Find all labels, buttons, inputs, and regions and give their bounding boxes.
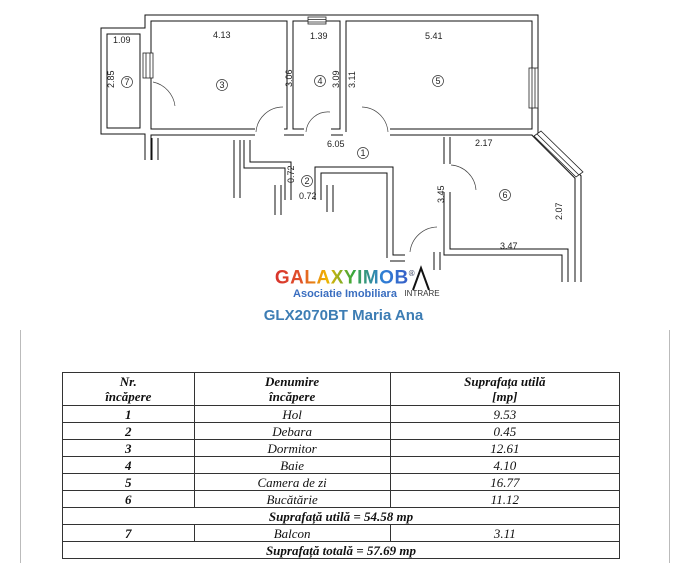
cell-name: Debara xyxy=(193,422,391,440)
cell-nr: 6 xyxy=(62,490,195,508)
svg-text:4.13: 4.13 xyxy=(213,30,231,40)
room-4-number: 4 xyxy=(317,76,322,86)
wall xyxy=(243,140,292,200)
subtotal: Suprafață utilă = 54.58 mp xyxy=(62,507,620,525)
total: Suprafață totală = 57.69 mp xyxy=(62,541,620,559)
cell-nr: 3 xyxy=(62,439,195,457)
wall xyxy=(244,140,291,200)
table-row: 7 Balcon 3.11 xyxy=(62,524,621,542)
cell-area: 16.77 xyxy=(389,473,621,491)
room-6-number: 6 xyxy=(502,190,507,200)
entrance-label: INTRARE xyxy=(404,289,440,298)
cell-name: Camera de zi xyxy=(193,473,391,491)
wall xyxy=(101,28,146,134)
entrance-arrow-icon xyxy=(412,265,430,291)
cell-area: 4.10 xyxy=(389,456,621,474)
cell-name: Dormitor xyxy=(193,439,391,457)
wall xyxy=(444,192,568,282)
cell-area: 12.61 xyxy=(389,439,621,457)
room-7-number: 7 xyxy=(124,77,129,87)
windows xyxy=(142,16,584,178)
cell-area: 9.53 xyxy=(389,405,621,423)
svg-text:6.05: 6.05 xyxy=(327,139,345,149)
room-5-number: 5 xyxy=(435,76,440,86)
room-1-number: 1 xyxy=(360,148,365,158)
svg-text:3.47: 3.47 xyxy=(500,241,518,251)
cell-name: Hol xyxy=(193,405,391,423)
cell-area: 0.45 xyxy=(389,422,621,440)
wall xyxy=(315,167,393,258)
cell-nr: 2 xyxy=(62,422,195,440)
floor-plan: 1.09 2.85 4.13 3.06 1.39 3.09 5.41 3.11 … xyxy=(100,14,584,291)
svg-text:2.17: 2.17 xyxy=(475,138,493,148)
cell-name: Bucătărie xyxy=(193,490,391,508)
svg-text:1.39: 1.39 xyxy=(310,31,328,41)
header-nr: Nr.încăpere xyxy=(62,372,195,406)
dimension-labels: 1.09 2.85 4.13 3.06 1.39 3.09 5.41 3.11 … xyxy=(106,30,564,251)
logo-name: GALAXYIMOB® xyxy=(270,264,420,288)
svg-text:2.07: 2.07 xyxy=(554,202,564,220)
doors xyxy=(152,81,477,253)
subtotal-row: Suprafață utilă = 54.58 mp xyxy=(62,507,620,525)
agency-logo: GALAXYIMOB® Asociatie Imobiliara xyxy=(270,264,420,300)
room-3-number: 3 xyxy=(219,80,224,90)
room-numbers xyxy=(121,75,511,201)
svg-text:0.72: 0.72 xyxy=(286,165,296,183)
page-border-right xyxy=(669,330,670,563)
walls xyxy=(100,14,582,282)
svg-text:2.85: 2.85 xyxy=(106,70,116,88)
page-border-left xyxy=(20,330,21,563)
svg-text:5.41: 5.41 xyxy=(425,31,443,41)
svg-text:0.72: 0.72 xyxy=(299,191,317,201)
cell-nr: 4 xyxy=(62,456,195,474)
svg-text:3.06: 3.06 xyxy=(284,69,294,87)
total-row: Suprafață totală = 57.69 mp xyxy=(62,541,620,559)
room-2-number: 2 xyxy=(304,176,309,186)
svg-text:3.45: 3.45 xyxy=(436,185,446,203)
cell-area: 11.12 xyxy=(389,490,621,508)
svg-text:1.09: 1.09 xyxy=(113,35,131,45)
wall xyxy=(314,166,394,258)
wall xyxy=(443,192,569,282)
svg-text:3.09: 3.09 xyxy=(331,70,341,88)
cell-name: Baie xyxy=(193,456,391,474)
header-area: Suprafața utilă[mp] xyxy=(389,372,621,406)
cell-nr: 1 xyxy=(62,405,195,423)
listing-title: GLX2070BT Maria Ana xyxy=(263,307,424,324)
cell-nr: 5 xyxy=(62,473,195,491)
svg-text:3.11: 3.11 xyxy=(347,71,357,88)
logo-subtitle: Asociatie Imobiliara xyxy=(293,288,397,301)
